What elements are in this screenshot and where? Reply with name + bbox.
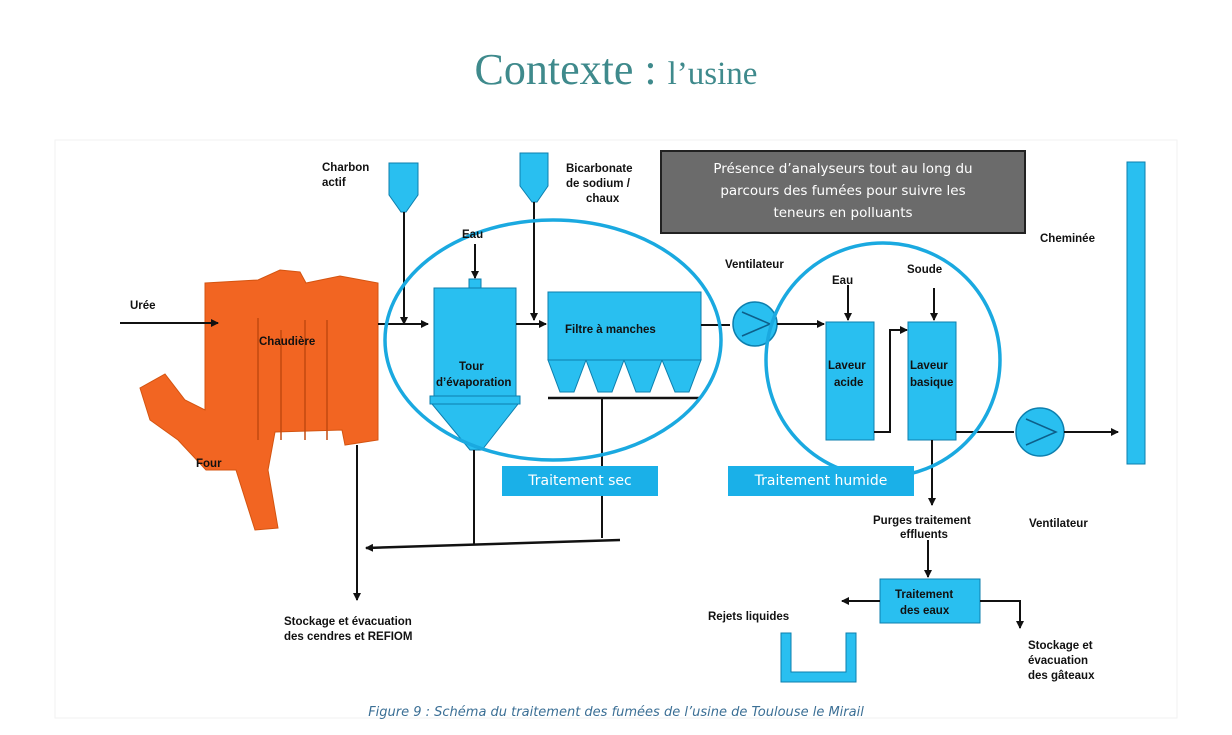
- label-uree: Urée: [130, 300, 156, 312]
- label-charbon: Charbon: [322, 162, 369, 174]
- callout-line-2: parcours des fumées pour suivre les: [720, 183, 966, 199]
- label-four: Four: [196, 458, 222, 470]
- label-eau-tour: Eau: [462, 229, 483, 241]
- dry-treatment-ring: [383, 218, 723, 462]
- label-cheminee: Cheminée: [1040, 233, 1095, 245]
- label-laveur-basique: Laveur: [910, 360, 948, 372]
- cheminee: [1126, 161, 1146, 465]
- label-purges: Purges traitement: [873, 515, 971, 527]
- label-bicarbonate: Bicarbonate: [566, 163, 632, 175]
- slide-title: Contexte : l’usine: [0, 40, 1232, 104]
- title-main: Contexte :: [474, 45, 657, 94]
- bicarbonate-hopper: [519, 152, 549, 203]
- title-sub: l’usine: [667, 56, 758, 92]
- laveur-acide: [825, 321, 875, 441]
- label-bicarbonate-3: chaux: [586, 193, 620, 205]
- label-ventilateur-1: Ventilateur: [725, 259, 784, 271]
- label-rejets: Rejets liquides: [708, 611, 789, 623]
- filtre-a-manches: [547, 291, 702, 361]
- figure-caption: Figure 9 : Schéma du traitement des fumé…: [368, 705, 864, 720]
- callout-line-3: teneurs en polluants: [773, 205, 913, 221]
- chaudiere-four-shape: [139, 269, 379, 531]
- label-laveur-acide: Laveur: [828, 360, 866, 372]
- tag-traitement-humide: Traitement humide: [728, 466, 914, 496]
- label-stockage-gateaux: Stockage et: [1028, 640, 1093, 652]
- label-tour: Tour: [459, 361, 484, 373]
- label-chaudiere: Chaudière: [259, 336, 315, 348]
- rejets-basin: [780, 632, 857, 683]
- label-bicarbonate-2: de sodium /: [566, 178, 631, 190]
- callout-line-1: Présence d’analyseurs tout au long du: [713, 161, 973, 177]
- tag-traitement-sec: Traitement sec: [502, 466, 658, 496]
- label-filtre: Filtre à manches: [565, 324, 656, 336]
- label-tour-2: d’évaporation: [436, 377, 511, 389]
- label-charbon-2: actif: [322, 177, 346, 189]
- label-laveur-acide-2: acide: [834, 377, 863, 389]
- label-laveur-basique-2: basique: [910, 377, 953, 389]
- label-eau-laveur: Eau: [832, 275, 853, 287]
- label-stockage-gateaux-2: évacuation: [1028, 655, 1088, 667]
- label-stockage-cendres: Stockage et évacuation: [284, 616, 412, 628]
- label-traitement-eaux-2: des eaux: [900, 605, 950, 617]
- laveur-basique: [907, 321, 957, 441]
- tour-evaporation: [433, 287, 517, 397]
- label-purges-2: effluents: [900, 529, 948, 541]
- label-ventilateur-2: Ventilateur: [1029, 518, 1088, 530]
- label-stockage-gateaux-3: des gâteaux: [1028, 670, 1095, 682]
- charbon-hopper: [388, 162, 419, 213]
- analyzers-callout: Présence d’analyseurs tout au long du pa…: [660, 150, 1026, 234]
- label-soude: Soude: [907, 264, 942, 276]
- label-stockage-cendres-2: des cendres et REFIOM: [284, 631, 412, 643]
- label-traitement-eaux: Traitement: [895, 589, 953, 601]
